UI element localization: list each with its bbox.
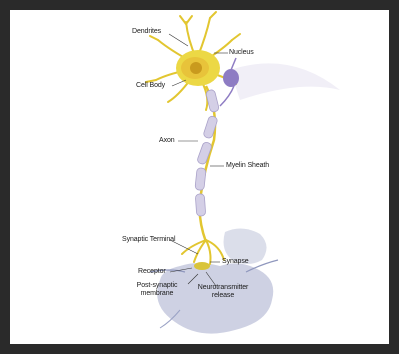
label-receptor: Receptor	[138, 268, 166, 276]
nucleus-shape	[190, 62, 202, 74]
label-neurotransmitter-line1: Neurotransmitter	[190, 284, 256, 292]
label-cell-body: Cell Body	[136, 82, 165, 90]
label-post-synaptic-line2: membrane	[128, 290, 186, 298]
synapse-bulb	[194, 262, 210, 270]
secondary-cell	[220, 58, 239, 106]
label-myelin-sheath: Myelin Sheath	[226, 162, 269, 170]
synaptic-terminal-branches	[182, 240, 224, 264]
label-synaptic-terminal: Synaptic Terminal	[122, 236, 175, 244]
label-dendrites: Dendrites	[132, 28, 161, 36]
label-neurotransmitter-line2: release	[190, 292, 256, 300]
label-synapse: Synapse	[222, 258, 249, 266]
neuron-diagram: Dendrites Nucleus Cell Body Axon Myelin …	[10, 10, 389, 344]
label-post-synaptic-membrane: Post-synaptic membrane	[128, 282, 186, 298]
label-nucleus: Nucleus	[229, 49, 254, 57]
label-post-synaptic-line1: Post-synaptic	[128, 282, 186, 290]
background-shading	[230, 63, 340, 100]
label-axon: Axon	[159, 137, 175, 145]
cell-body	[176, 50, 220, 86]
label-neurotransmitter-release: Neurotransmitter release	[190, 284, 256, 300]
